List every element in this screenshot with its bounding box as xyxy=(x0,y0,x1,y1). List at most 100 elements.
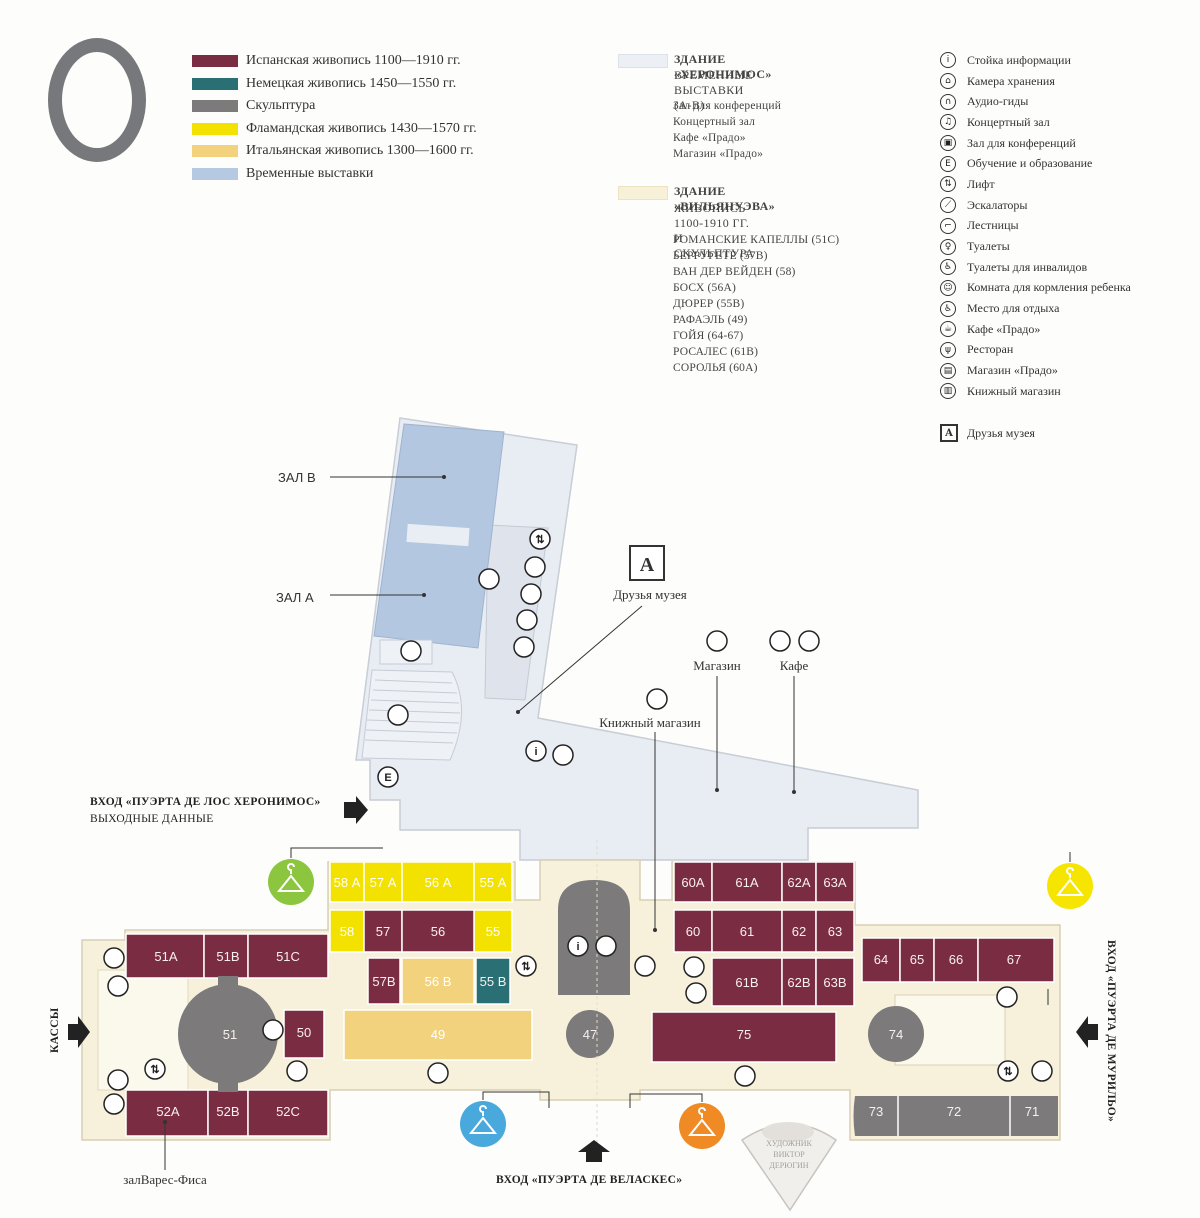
room-label: 75 xyxy=(737,1027,751,1042)
legend-label: Испанская живопись 1100—1910 гг. xyxy=(246,53,461,69)
list-item: ГОЙЯ (64-67) xyxy=(673,330,744,342)
legend-row-flemish: Фламандская живопись 1430—1570 гг. xyxy=(192,118,477,141)
shop-label: Магазин xyxy=(693,658,741,673)
legend-swatch xyxy=(192,100,238,113)
room-label: 74 xyxy=(889,1027,903,1042)
friends-of-museum-icon xyxy=(629,545,665,581)
service-label: Эскалаторы xyxy=(967,197,1028,212)
room-52a xyxy=(125,1089,209,1137)
list-item: БОСХ (56А) xyxy=(673,282,736,294)
list-item: СОРОЛЬЯ (60А) xyxy=(673,362,758,374)
room-label: 52В xyxy=(216,1104,239,1119)
entrance-arrow-jeronimos[interactable] xyxy=(344,796,368,824)
service-label: Обучение и образование xyxy=(967,156,1093,171)
list-item: ДЮРЕР (55В) xyxy=(673,298,745,310)
room-51b xyxy=(203,933,249,979)
room-label: 64 xyxy=(874,952,888,967)
room-label: 57В xyxy=(372,974,395,989)
service-row: ⌂Камера хранения xyxy=(940,71,1131,92)
color-legend: Испанская живопись 1100—1910 гг. Немецка… xyxy=(192,50,477,185)
list-item: РОСАЛЕС (61В) xyxy=(673,346,759,358)
service-label: Туалеты для инвалидов xyxy=(967,259,1088,274)
list-item: Зал для конференций xyxy=(673,100,782,112)
toilets-icon xyxy=(107,1069,129,1091)
rest-area-icon xyxy=(734,1065,756,1087)
room-55a xyxy=(473,861,513,903)
svg-text:i: i xyxy=(534,746,537,758)
legend-label: Временные выставки xyxy=(246,165,374,181)
list-item: РАФАЭЛЬ (49) xyxy=(673,314,748,326)
conference-room-icon: ▣ xyxy=(940,135,956,152)
service-label: Ресторан xyxy=(967,342,1014,357)
room-label: 66 xyxy=(949,952,963,967)
audio-guide-icon xyxy=(552,744,574,766)
legend-swatch xyxy=(192,55,238,68)
rooms-71-73 xyxy=(853,1096,1058,1136)
svg-text:⇅: ⇅ xyxy=(521,961,530,973)
cloakroom-icon: ⌂ xyxy=(940,73,956,90)
building-name: ЗДАНИЕ «ВИЛЬЯНУЭВА» xyxy=(674,184,776,213)
room-label: 56 А xyxy=(425,875,452,890)
legend-label: Фламандская живопись 1430—1570 гг. xyxy=(246,120,477,136)
svg-text:⇅: ⇅ xyxy=(535,534,544,546)
room-label: 52С xyxy=(276,1104,300,1119)
room-55b xyxy=(475,957,511,1005)
cafe-label: Кафе xyxy=(780,658,809,673)
room-61 xyxy=(711,909,783,953)
svg-text:i: i xyxy=(576,941,579,953)
stairs-icon xyxy=(1031,1060,1053,1082)
legend-swatch xyxy=(192,145,238,158)
room-label: 51В xyxy=(216,949,239,964)
legend-row-italian: Итальянская живопись 1300—1600 гг. xyxy=(192,140,477,163)
hall-divider xyxy=(406,523,470,547)
room-label: 50 xyxy=(297,1025,311,1040)
service-label: Лифт xyxy=(967,176,995,191)
room-51c xyxy=(247,933,329,979)
entrance-arrow-cash-desks[interactable] xyxy=(68,1016,90,1048)
service-label: Концертный зал xyxy=(967,114,1050,129)
sculpture-rooms xyxy=(178,880,1058,1136)
service-row: ♀Туалеты xyxy=(940,236,1131,257)
stairs-icon xyxy=(103,1093,125,1115)
room-label: 58 xyxy=(340,924,354,939)
service-label: Книжный магазин xyxy=(967,383,1061,398)
room-label: 61В xyxy=(735,975,758,990)
room-52b xyxy=(207,1089,249,1137)
room-58a xyxy=(329,861,365,903)
restaurant-icon: ψ xyxy=(940,341,956,358)
room-51 xyxy=(178,984,278,1084)
entrance-arrow-murillo[interactable] xyxy=(1076,1016,1098,1048)
building-name: ЗДАНИЕ «ХЕРОНИМОС» xyxy=(674,52,772,81)
entrance-arrow-velazquez[interactable] xyxy=(578,1140,610,1162)
stamp-text: ВИКТОР xyxy=(773,1150,805,1159)
room-label: 55 В xyxy=(480,974,507,989)
building-subtitle: ЖИВОПИСЬ 1100-1910 ГГ. И СКУЛЬПТУРА xyxy=(674,201,755,260)
rest-area-icon: ♿ xyxy=(940,300,956,317)
building-swatch xyxy=(618,186,668,200)
room-label: 47 xyxy=(583,1027,597,1042)
artist-stamp: ХУДОЖНИК ВИКТОР ДЕРЮГИН xyxy=(740,1122,838,1212)
room-label: 62 xyxy=(792,924,806,939)
service-label: Туалеты xyxy=(967,239,1010,254)
elevator-icon: ⇅ xyxy=(940,176,956,193)
legend-swatch xyxy=(192,77,238,90)
legend-row-temporary: Временные выставки xyxy=(192,163,477,186)
bookshop-icon: ▥ xyxy=(940,383,956,400)
escalator-icon xyxy=(478,568,500,590)
vares-fisa-label: залВарес-Фиса xyxy=(123,1172,207,1187)
room-label: 57 xyxy=(376,924,390,939)
service-row: ♿Место для отдыха xyxy=(940,298,1131,319)
friends-of-museum-icon: A xyxy=(940,424,958,442)
room-label: 62А xyxy=(787,875,810,890)
stairs-icon xyxy=(262,1019,284,1041)
room-60a xyxy=(673,861,713,903)
service-label: Стойка информации xyxy=(967,52,1071,67)
room-label: 58 А xyxy=(334,875,361,890)
stairs-icon xyxy=(634,955,656,977)
friends-legend-label: Друзья музея xyxy=(967,425,1035,440)
legend-swatch xyxy=(192,122,238,135)
shop-icon xyxy=(706,630,728,652)
room-57a xyxy=(363,861,403,903)
room-66 xyxy=(933,937,979,983)
